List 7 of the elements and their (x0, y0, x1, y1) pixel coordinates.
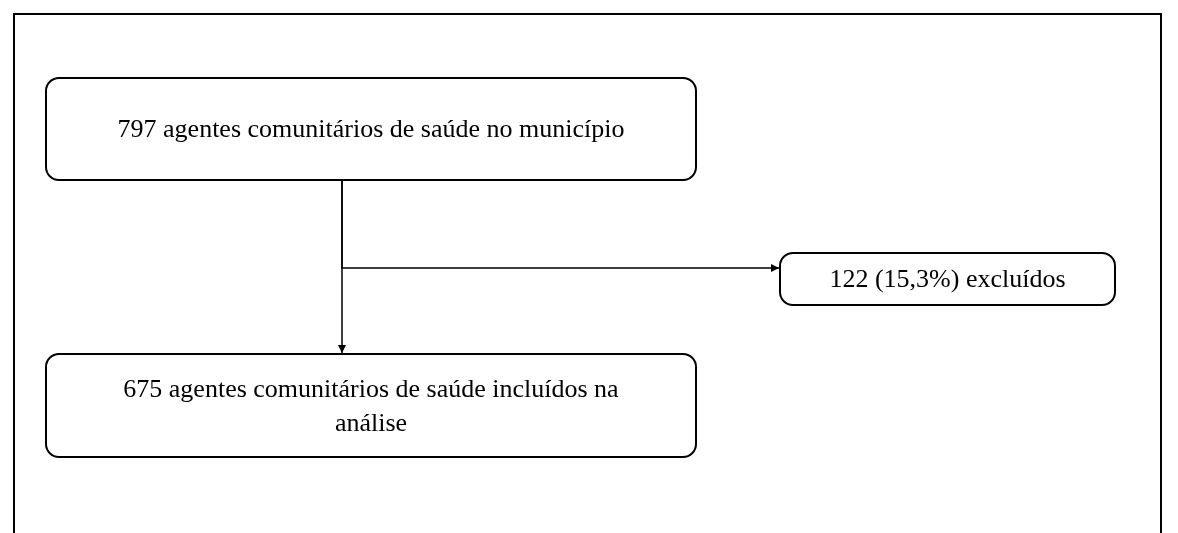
arrow (341, 180, 780, 272)
box-text: 797 agentes comunitários de saúde no município (117, 113, 625, 146)
box-text: 675 agentes comunitários de saúde incluídos na análise (122, 372, 620, 439)
box-text: 122 (15,3%) excluídos (829, 263, 1066, 296)
process-box (779, 252, 1116, 306)
process-box (45, 353, 697, 458)
process-box (45, 77, 697, 181)
